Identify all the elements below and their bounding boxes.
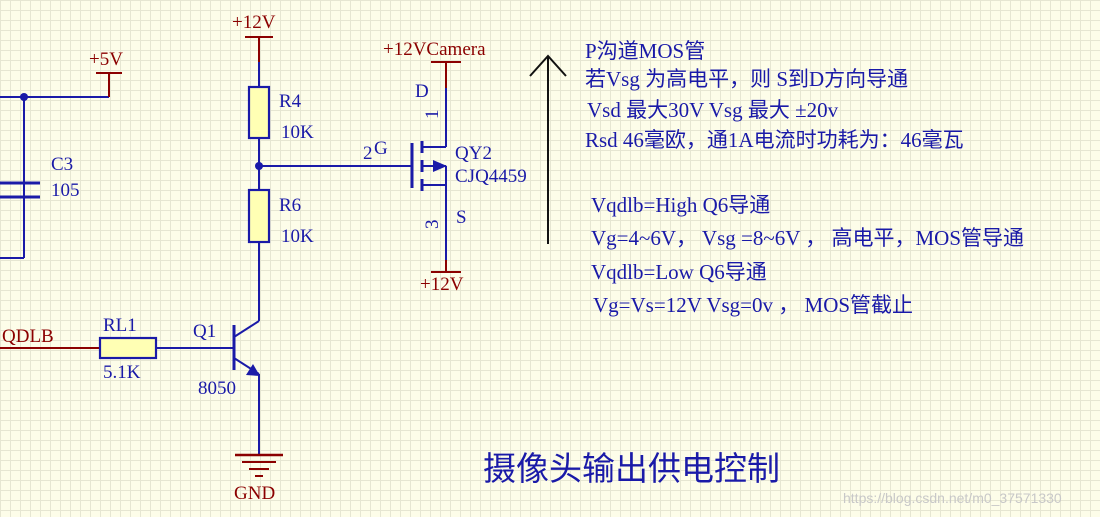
power-label-12v-top: +12V <box>232 12 276 33</box>
resistor-r6: R6 10K <box>247 188 314 247</box>
conduction-direction-arrow <box>529 54 567 244</box>
note-line-6: Vg=4~6V， Vsg =8~6V ， 高电平，MOS管导通 <box>591 226 1024 250</box>
note-line-8: Vg=Vs=12V Vsg=0v ， MOS管截止 <box>593 293 913 317</box>
power-port-12v-top: +12V <box>232 12 276 62</box>
note-line-1: P沟道MOS管 <box>585 39 705 63</box>
resistor-r4: R4 10K <box>247 85 314 143</box>
note-line-2: 若Vsg 为高电平，则 S到D方向导通 <box>585 67 908 91</box>
power-label-5v: +5V <box>89 49 123 70</box>
capacitor-c3: C3 105 <box>0 154 80 201</box>
c3-value: 105 <box>51 180 80 201</box>
note-line-7: Vqdlb=Low Q6导通 <box>591 260 767 284</box>
resistor-rl1: RL1 5.1K <box>98 315 158 383</box>
qy2-pin-g: G <box>374 138 388 159</box>
rl1-ref: RL1 <box>103 315 137 336</box>
r6-ref: R6 <box>279 195 301 216</box>
qy2-pin3-number: 3 <box>422 220 443 230</box>
r4-value: 10K <box>281 122 314 143</box>
r6-value: 10K <box>281 226 314 247</box>
schematic-title: 摄像头输出供电控制 <box>483 451 780 488</box>
power-port-5v: +5V <box>89 49 123 97</box>
note-line-4: Rsd 46毫欧，通1A电流时功耗为：46毫瓦 <box>585 128 964 152</box>
watermark-text: https://blog.csdn.net/m0_37571330 <box>843 490 1062 506</box>
qy2-pin1-number: 1 <box>422 110 443 120</box>
power-port-12v-camera: +12VCamera <box>383 39 486 88</box>
qy2-pin-s: S <box>456 207 467 228</box>
r4-ref: R4 <box>279 91 302 112</box>
q1-value: 8050 <box>198 378 236 399</box>
qy2-pin-d: D <box>415 81 429 102</box>
rl1-value: 5.1K <box>103 362 141 383</box>
power-label-12v-bottom: +12V <box>420 274 464 295</box>
qy2-ref: QY2 <box>455 143 492 164</box>
q1-ref: Q1 <box>193 321 216 342</box>
qy2-value: CJQ4459 <box>455 166 527 187</box>
mosfet-qy2: D 1 2 G QY2 CJQ4459 3 S <box>363 81 527 260</box>
net-label-qdlb: QDLB <box>2 326 54 347</box>
ground-symbol: GND <box>234 453 283 504</box>
c3-ref: C3 <box>51 154 73 175</box>
qy2-pin2-number: 2 <box>363 143 373 164</box>
gnd-label: GND <box>234 483 275 504</box>
power-label-12v-camera: +12VCamera <box>383 39 486 60</box>
note-line-5: Vqdlb=High Q6导通 <box>591 193 770 217</box>
note-line-3: Vsd 最大30V Vsg 最大 ±20v <box>587 98 839 122</box>
power-port-12v-bottom: +12V <box>420 260 464 295</box>
transistor-q1: Q1 8050 <box>193 320 260 399</box>
